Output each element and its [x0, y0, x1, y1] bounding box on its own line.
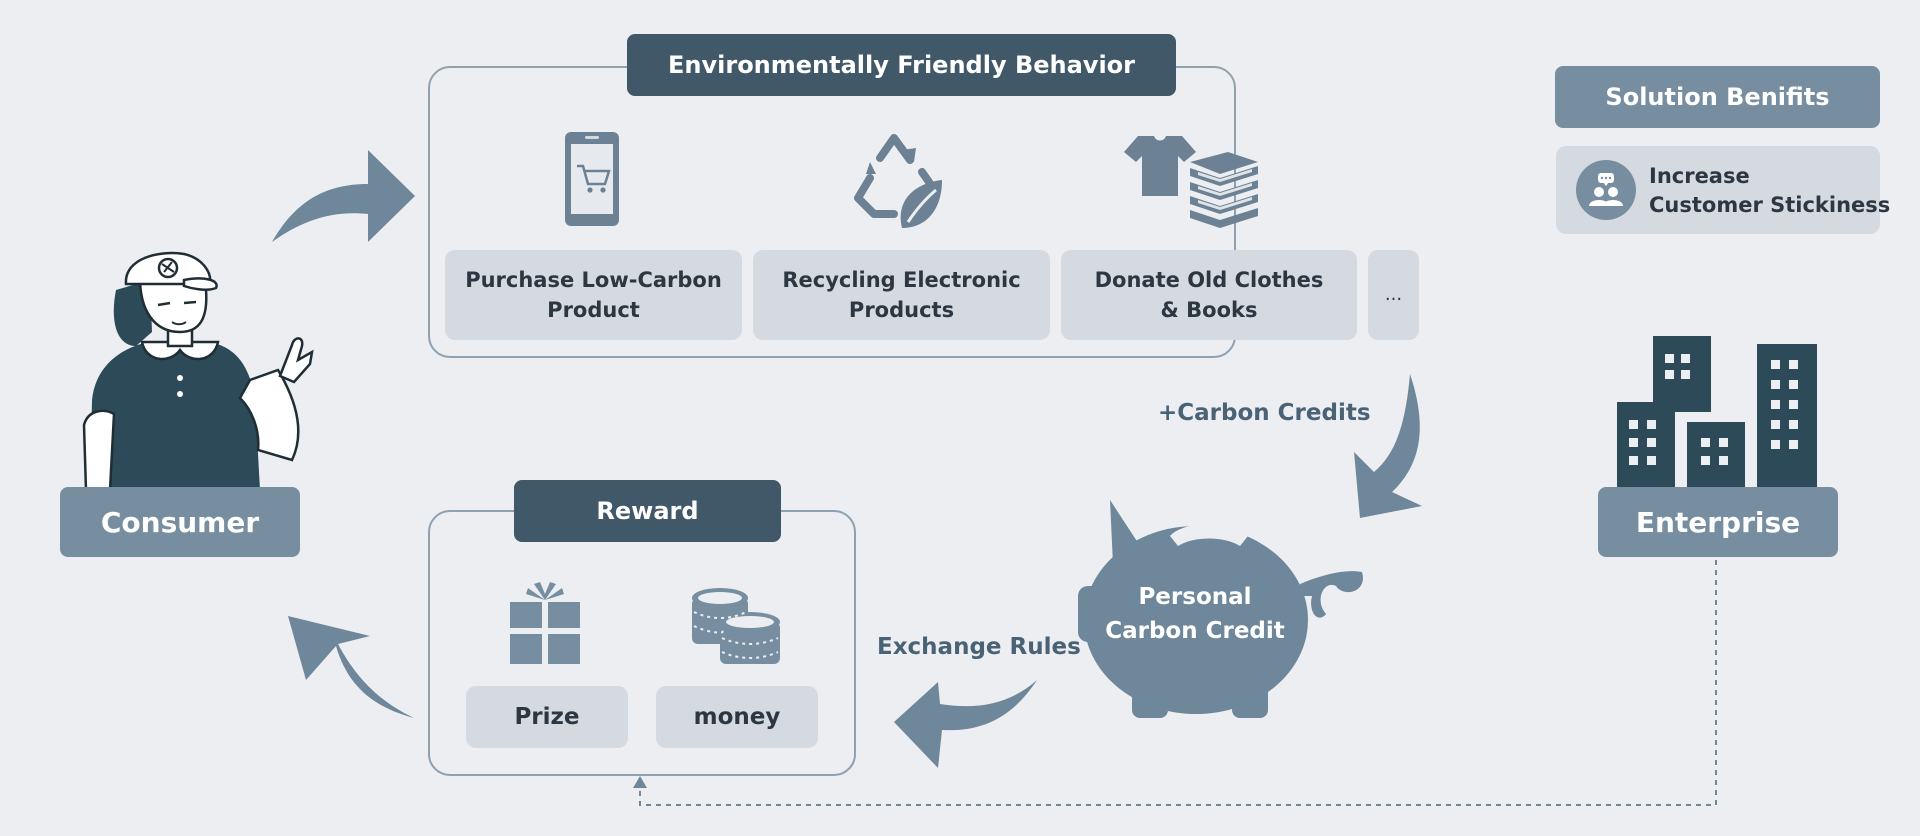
arrow-consumer-to-behavior	[272, 150, 415, 242]
benefits-item-text: Increase Customer Stickiness	[1649, 162, 1890, 220]
behavior-card-more: ...	[1368, 250, 1419, 340]
behavior-card-line1: Recycling Electronic	[782, 268, 1021, 292]
behavior-card-purchase: Purchase Low-Carbon Product	[445, 250, 742, 340]
buildings-icon	[1617, 336, 1817, 488]
consumer-woman-illustration	[82, 251, 314, 492]
arrow-piggy-to-reward	[894, 680, 1037, 768]
consumer-label: Consumer	[60, 487, 300, 557]
benefits-item-line1: Increase	[1649, 164, 1750, 188]
shirt-books-icon	[1124, 136, 1258, 228]
reward-title: Reward	[514, 480, 781, 542]
behavior-card-line2: Product	[547, 298, 640, 322]
exchange-rules-label: Exchange Rules	[877, 634, 1081, 660]
piggy-label-line2: Carbon Credit	[1105, 618, 1285, 644]
behavior-card-line2: Products	[848, 298, 955, 322]
behavior-card-recycling: Recycling Electronic Products	[753, 250, 1050, 340]
benefits-item-line2: Customer Stickiness	[1649, 193, 1891, 217]
recycle-leaf-icon	[854, 134, 942, 228]
piggy-label-line1: Personal	[1138, 584, 1252, 610]
carbon-credits-label: +Carbon Credits	[1158, 400, 1371, 426]
behavior-card-line1: Purchase Low-Carbon	[465, 268, 722, 292]
reward-card-prize: Prize	[466, 686, 628, 748]
behavior-card-line2: & Books	[1160, 298, 1258, 322]
reward-card-money: money	[656, 686, 818, 748]
piggy-bank-label: Personal Carbon Credit	[1090, 580, 1300, 648]
piggy-bank-icon	[1078, 500, 1363, 718]
arrow-reward-to-consumer	[288, 616, 414, 718]
benefits-title: Solution Benifits	[1555, 66, 1880, 128]
smartphone-cart-icon	[565, 132, 619, 226]
arrow-behavior-to-piggy	[1354, 374, 1422, 518]
users-chat-icon	[1576, 160, 1636, 220]
behavior-card-donate: Donate Old Clothes & Books	[1061, 250, 1357, 340]
behavior-card-line1: Donate Old Clothes	[1094, 268, 1324, 292]
coins-icon	[692, 588, 780, 664]
enterprise-label: Enterprise	[1598, 487, 1838, 557]
behavior-title: Environmentally Friendly Behavior	[627, 34, 1176, 96]
gift-icon	[510, 582, 580, 664]
